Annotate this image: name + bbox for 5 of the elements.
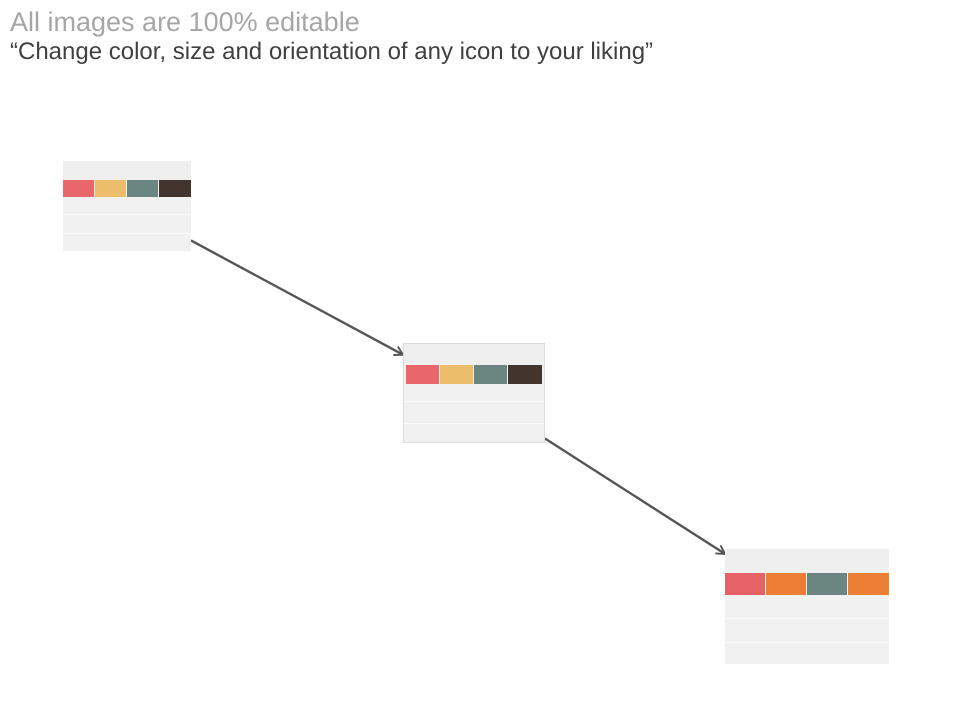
arrow — [544, 438, 726, 555]
empty-table — [403, 343, 545, 443]
subtitle: “Change color, size and orientation of any icon to your liking” — [10, 38, 654, 66]
title: All images are 100% editable — [10, 7, 360, 37]
arrow — [190, 239, 404, 356]
